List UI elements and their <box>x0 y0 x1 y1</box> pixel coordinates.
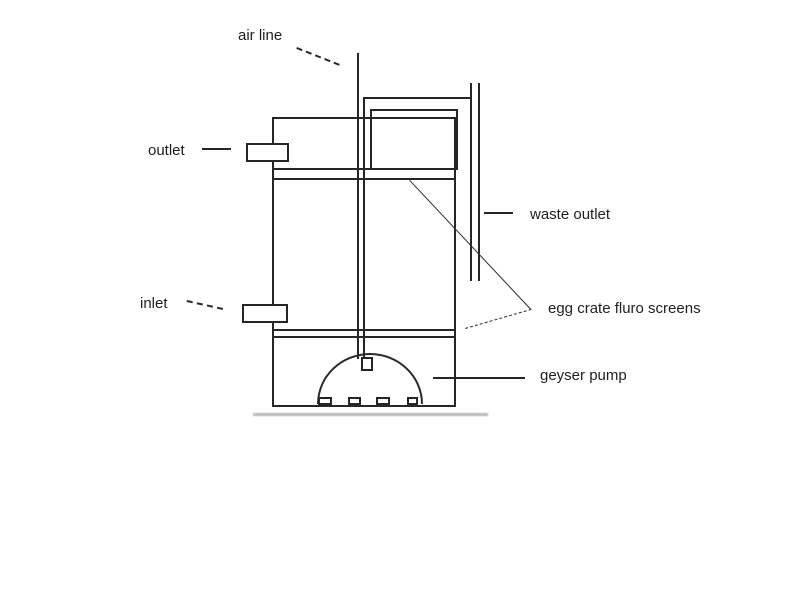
pump-foot-3 <box>376 397 390 405</box>
label-outlet: outlet <box>148 142 185 159</box>
label-inlet: inlet <box>140 295 168 312</box>
label-air-line: air line <box>238 27 283 44</box>
air-line-pipe-outer-wall <box>357 53 359 359</box>
waste-pipe-top-wall <box>363 97 472 99</box>
inlet-fitting <box>242 304 288 323</box>
waste-pipe-bottom-wall <box>370 109 458 111</box>
waste-standpipe-outer-wall <box>478 83 480 281</box>
waste-standpipe-inner-wall <box>470 83 472 281</box>
label-egg-crate-screens: egg crate fluro screens <box>548 300 701 317</box>
screens-leader-lower <box>465 308 532 329</box>
air-line-leader <box>296 47 340 66</box>
inlet-leader <box>186 300 224 310</box>
waste-outlet-leader <box>484 212 513 214</box>
air-line-connector-square <box>361 357 373 371</box>
label-geyser-pump: geyser pump <box>540 367 627 384</box>
label-waste-outlet: waste outlet <box>530 206 611 223</box>
outlet-fitting <box>246 143 289 162</box>
pump-foot-4 <box>407 397 418 405</box>
outlet-leader <box>202 148 231 150</box>
pump-foot-2 <box>348 397 361 405</box>
tank-shadow-line <box>253 413 488 416</box>
pump-foot-1 <box>318 397 332 405</box>
geyser-pump-leader <box>433 377 525 379</box>
overflow-box-left-wall <box>370 109 372 170</box>
overflow-box-right-wall <box>456 109 458 170</box>
air-line-pipe-inner-wall <box>363 97 365 359</box>
